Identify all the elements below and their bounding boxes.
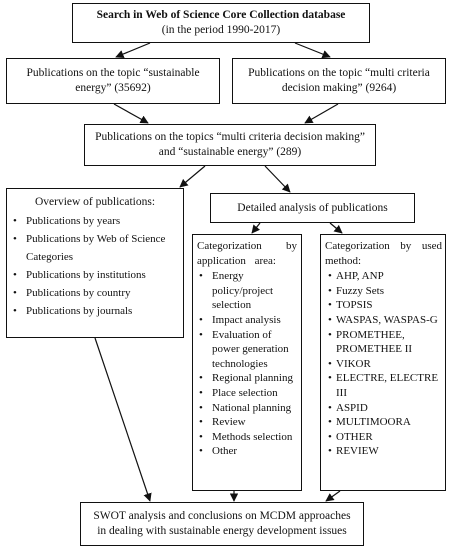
list-item: Publications by Web of Science Categorie…	[10, 230, 180, 266]
used-method-title: Categorization by used method:	[325, 240, 442, 267]
detailed-analysis-label: Detailed analysis of publications	[237, 201, 388, 214]
search-title: Search in Web of Science Core Collection…	[96, 9, 346, 21]
overview-box: Overview of publications: Publications b…	[6, 188, 184, 338]
application-area-list: Energy policy/project selection Impact a…	[196, 269, 298, 459]
arrow-detailed-to-method	[329, 222, 343, 234]
list-item: Energy policy/project selection	[196, 269, 298, 313]
list-item: Publications by country	[10, 284, 180, 302]
list-item: AHP, ANP	[325, 269, 442, 284]
list-item: National planning	[196, 401, 298, 416]
list-item: REVIEW	[325, 444, 442, 459]
list-item: Other	[196, 444, 298, 459]
list-item: Place selection	[196, 386, 298, 401]
list-item: MULTIMOORA	[325, 415, 442, 430]
list-item: WASPAS, WASPAS-G	[325, 313, 442, 328]
arrow-search-to-sustainable	[115, 42, 151, 59]
combined-topics-label: Publications on the topics “multi criter…	[95, 131, 365, 158]
list-item: PROMETHEE, PROMETHEE II	[325, 328, 442, 357]
detailed-analysis-box: Detailed analysis of publications	[210, 193, 415, 223]
sustainable-energy-box: Publications on the topic “sustainable e…	[6, 58, 220, 104]
overview-title: Overview of publications:	[34, 196, 156, 208]
arrow-method-to-swot	[325, 490, 341, 502]
mcdm-box: Publications on the topic “multi criteri…	[232, 58, 446, 104]
arrow-detailed-to-application	[251, 222, 261, 234]
mcdm-label: Publications on the topic “multi criteri…	[248, 67, 430, 94]
application-area-title: Categorization by application area:	[197, 240, 297, 267]
list-item: Publications by years	[10, 212, 180, 230]
list-item: Publications by institutions	[10, 266, 180, 284]
list-item: ASPID	[325, 401, 442, 416]
used-method-list: AHP, ANP Fuzzy Sets TOPSIS WASPAS, WASPA…	[325, 269, 442, 459]
list-item: Fuzzy Sets	[325, 284, 442, 299]
arrow-mcdm-to-combined	[304, 103, 339, 124]
list-item: Regional planning	[196, 371, 298, 386]
swot-box: SWOT analysis and conclusions on MCDM ap…	[80, 502, 364, 546]
application-area-box: Categorization by application area: Ener…	[192, 234, 302, 491]
used-method-box: Categorization by used method: AHP, ANP …	[320, 234, 446, 491]
arrow-sustainable-to-combined	[113, 103, 149, 124]
combined-topics-box: Publications on the topics “multi criter…	[84, 124, 376, 166]
list-item: VIKOR	[325, 357, 442, 372]
overview-list: Publications by years Publications by We…	[10, 212, 180, 320]
list-item: ELECTRE, ELECTRE III	[325, 371, 442, 400]
search-box: Search in Web of Science Core Collection…	[72, 3, 370, 43]
list-item: TOPSIS	[325, 298, 442, 313]
search-subtitle: (in the period 1990-2017)	[161, 24, 281, 36]
list-item: OTHER	[325, 430, 442, 445]
list-item: Impact analysis	[196, 313, 298, 328]
arrow-overview-to-swot	[94, 337, 152, 502]
arrow-combined-to-overview	[179, 165, 206, 188]
list-item: Review	[196, 415, 298, 430]
list-item: Methods selection	[196, 430, 298, 445]
arrow-combined-to-detailed	[264, 165, 291, 193]
arrow-search-to-mcdm	[294, 42, 331, 59]
list-item: Publications by journals	[10, 302, 180, 320]
sustainable-energy-label: Publications on the topic “sustainable e…	[26, 67, 200, 94]
swot-label: SWOT analysis and conclusions on MCDM ap…	[93, 510, 351, 537]
list-item: Evaluation of power generation technolog…	[196, 328, 298, 372]
